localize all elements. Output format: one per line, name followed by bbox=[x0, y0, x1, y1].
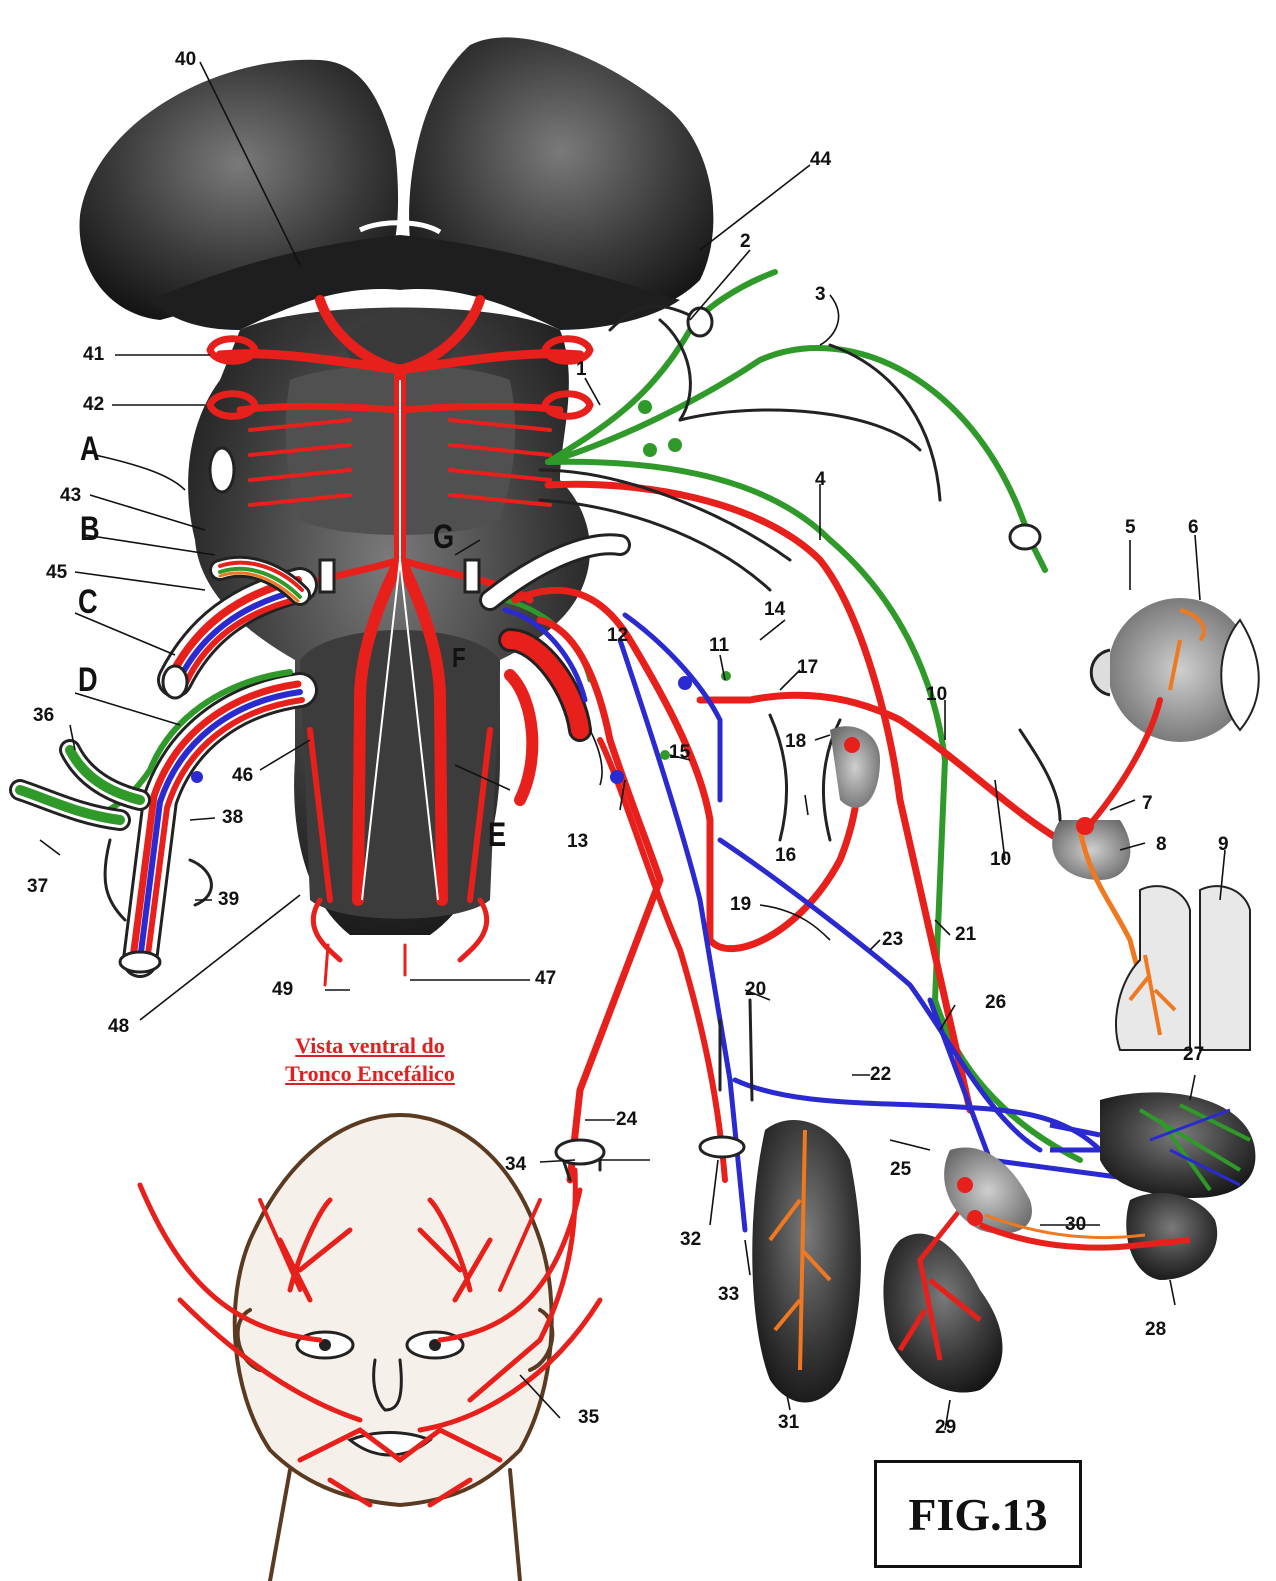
label-8: 8 bbox=[1156, 835, 1167, 854]
label-27: 27 bbox=[1183, 1045, 1204, 1064]
label-7: 7 bbox=[1142, 794, 1153, 813]
label-A: A bbox=[80, 432, 100, 466]
label-46: 46 bbox=[232, 766, 253, 785]
label-47: 47 bbox=[535, 969, 556, 988]
label-35: 35 bbox=[578, 1408, 599, 1427]
label-F: F bbox=[452, 644, 466, 672]
label-44: 44 bbox=[810, 150, 831, 169]
label-19: 19 bbox=[730, 895, 751, 914]
label-20: 20 bbox=[745, 980, 766, 999]
label-33: 33 bbox=[718, 1285, 739, 1304]
nasal-mucosa bbox=[1116, 886, 1250, 1050]
label-2: 2 bbox=[740, 232, 751, 251]
tongue bbox=[1050, 1092, 1255, 1198]
caption-line-2: Tronco Encefálico bbox=[250, 1060, 490, 1088]
label-17: 17 bbox=[797, 658, 818, 677]
label-10-upper: 10 bbox=[926, 685, 947, 704]
label-G: G bbox=[433, 520, 454, 554]
label-42: 42 bbox=[83, 395, 104, 414]
cerebrum bbox=[80, 37, 714, 330]
label-6: 6 bbox=[1188, 518, 1199, 537]
label-11: 11 bbox=[709, 636, 729, 655]
label-24: 24 bbox=[616, 1110, 637, 1129]
label-32: 32 bbox=[680, 1230, 701, 1249]
label-10-lower: 10 bbox=[990, 850, 1011, 869]
label-3: 3 bbox=[815, 285, 826, 304]
label-D: D bbox=[78, 663, 98, 697]
label-15: 15 bbox=[669, 743, 690, 762]
label-4: 4 bbox=[815, 470, 826, 489]
label-21: 21 bbox=[955, 925, 976, 944]
figure-label: FIG.13 bbox=[908, 1488, 1047, 1541]
label-25: 25 bbox=[890, 1160, 911, 1179]
label-12: 12 bbox=[607, 626, 628, 645]
label-41: 41 bbox=[83, 345, 104, 364]
geniculate-ganglion bbox=[830, 726, 880, 808]
label-5: 5 bbox=[1125, 518, 1136, 537]
label-18: 18 bbox=[785, 732, 806, 751]
label-49: 49 bbox=[272, 980, 293, 999]
label-29: 29 bbox=[935, 1418, 956, 1437]
label-E: E bbox=[488, 818, 506, 852]
label-36: 36 bbox=[33, 706, 54, 725]
sensory-pathways bbox=[548, 272, 1080, 1160]
caption-line-1: Vista ventral do bbox=[250, 1032, 490, 1060]
label-39: 39 bbox=[218, 890, 239, 909]
label-37: 37 bbox=[27, 877, 48, 896]
label-22: 22 bbox=[870, 1065, 891, 1084]
label-40: 40 bbox=[175, 50, 196, 69]
eyeball bbox=[1091, 598, 1259, 742]
label-B: B bbox=[80, 512, 100, 546]
label-31: 31 bbox=[778, 1413, 799, 1432]
label-14: 14 bbox=[764, 600, 785, 619]
label-43: 43 bbox=[60, 486, 81, 505]
motor-pathways bbox=[515, 484, 1140, 1230]
label-1: 1 bbox=[576, 360, 587, 379]
label-26: 26 bbox=[985, 993, 1006, 1012]
label-34: 34 bbox=[505, 1155, 526, 1174]
label-C: C bbox=[78, 585, 98, 619]
label-48: 48 bbox=[108, 1017, 129, 1036]
diagram-caption: Vista ventral do Tronco Encefálico bbox=[250, 1032, 490, 1088]
label-16: 16 bbox=[775, 846, 796, 865]
label-28: 28 bbox=[1145, 1320, 1166, 1339]
label-30: 30 bbox=[1065, 1215, 1086, 1234]
label-13: 13 bbox=[567, 832, 588, 851]
label-45: 45 bbox=[46, 563, 67, 582]
face-illustration bbox=[140, 1115, 600, 1581]
label-23: 23 bbox=[882, 930, 903, 949]
left-nerve-roots bbox=[20, 580, 302, 972]
label-38: 38 bbox=[222, 808, 243, 827]
label-9: 9 bbox=[1218, 835, 1229, 854]
figure-label-box: FIG.13 bbox=[874, 1460, 1082, 1568]
